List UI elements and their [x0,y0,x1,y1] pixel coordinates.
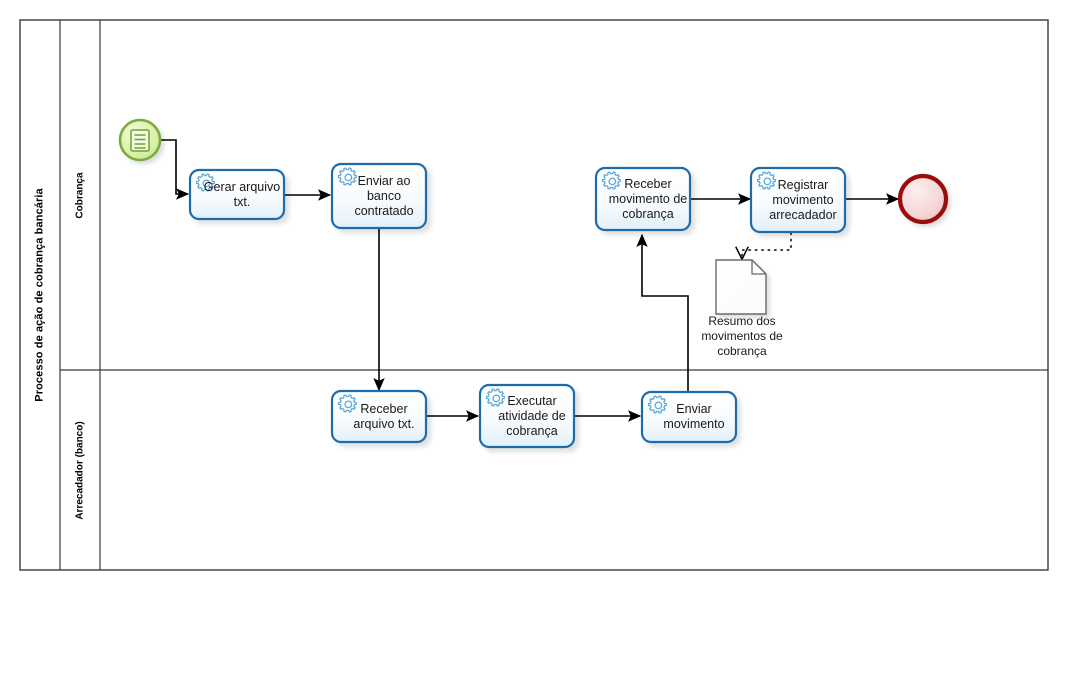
gear-icon [486,388,505,407]
data-object-resumo[interactable] [715,259,767,315]
sequence-flows [160,139,900,422]
data-object-fold [751,260,766,275]
gear-icon [757,171,776,190]
task-executar-atividade-de-cobranca[interactable] [478,383,576,449]
task-box[interactable] [594,166,692,232]
gear-icon [602,171,621,190]
gear-icon [196,173,215,192]
task-enviar-ao-banco-contratado[interactable] [330,162,428,230]
task-box[interactable] [330,162,428,230]
task-registrar-movimento-arrecadador[interactable] [749,166,847,234]
task-receber-movimento-de-cobranca[interactable] [594,166,692,232]
data-object-shape[interactable] [715,259,767,315]
pool-boundary [19,19,1049,571]
task-box[interactable] [749,166,847,234]
flow-enviar-movimento-to-receber-movimento [636,233,689,391]
gear-icon [338,167,357,186]
pool-container [19,19,1049,571]
rule-document-icon [130,129,150,152]
association-registrar-to-resumo [742,232,792,258]
end-event-circle[interactable] [897,173,949,225]
gear-icon [338,394,357,413]
gear-icon [648,395,667,414]
flow-start-to-gerar [160,139,190,200]
task-box[interactable] [478,383,576,449]
end-event[interactable] [897,173,949,225]
